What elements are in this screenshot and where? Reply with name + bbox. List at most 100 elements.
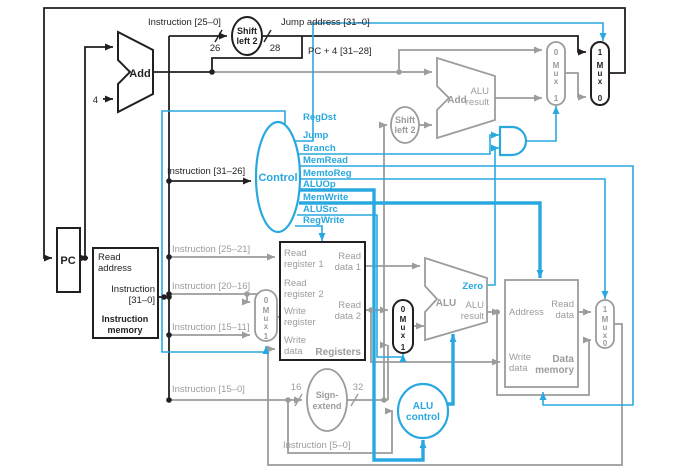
signal-regwrite: RegWrite <box>303 215 345 226</box>
pc-label: PC <box>60 255 75 267</box>
mux-regdst-port-bottom: 1 <box>264 332 269 341</box>
signal-alusrc: ALUSrc <box>303 204 338 215</box>
wire-regdst <box>161 110 286 354</box>
wire-memwrite <box>299 201 544 278</box>
width-32: 32 <box>353 382 364 393</box>
label-pc-plus-4: PC + 4 [31–28] <box>308 46 372 57</box>
mux-memtoreg-u: u <box>603 323 608 332</box>
reg-read-register-2b: register 2 <box>284 289 324 300</box>
alu-result-1: ALU <box>466 300 485 311</box>
shift-left-2-jump-oval <box>231 16 263 56</box>
mux-regdst <box>254 289 278 342</box>
bus-width-slashes <box>214 29 359 407</box>
reg-read-data-2a: Read <box>338 300 361 311</box>
imem-read-address-2: address <box>98 263 132 274</box>
mux-regdst-m: M <box>263 306 270 315</box>
add-pc-label: Add <box>129 68 150 80</box>
width-26: 26 <box>210 43 221 54</box>
reg-read-register-1a: Read <box>284 248 307 259</box>
label-jump-address: Jump address [31–0] <box>281 17 370 28</box>
label-instr-20-16: Instruction [20–16] <box>172 281 250 292</box>
reg-write-data-b: data <box>284 346 303 357</box>
sign-extend-label-1: Sign- <box>316 390 339 400</box>
reg-write-data-a: Write <box>284 335 306 346</box>
constant-4-label: 4 <box>93 95 98 106</box>
shift-left-2-branch-label-1: Shift <box>395 115 415 125</box>
mux-regdst-x: x <box>264 322 269 331</box>
wire-branchmux-out <box>565 72 586 101</box>
sign-extend-oval <box>306 368 348 432</box>
reg-read-data-2b: data 2 <box>335 311 361 322</box>
signal-jump: Jump <box>303 130 329 141</box>
wire-aluop <box>300 188 427 462</box>
pc-box <box>56 227 81 293</box>
add-branch-unit <box>436 56 496 140</box>
alu-zero-label: Zero <box>462 281 483 292</box>
add-branch-label: Add <box>447 95 466 106</box>
and-gate <box>498 125 528 157</box>
data-memory-box <box>504 279 579 388</box>
registers-box <box>279 241 366 361</box>
signal-memwrite: MemWrite <box>303 192 348 203</box>
wire-pc-feedback <box>43 7 626 262</box>
mux-branch-m: M <box>553 61 560 70</box>
mux-branch-u: u <box>554 69 559 78</box>
mux-memtoreg-m: M <box>602 315 609 324</box>
signal-memread: MemRead <box>303 155 348 166</box>
slash-26 <box>214 29 223 43</box>
slash-32 <box>350 393 359 407</box>
mux-jump-labels: 1 M u x 0 <box>597 48 604 103</box>
dm-read-data-1: Read <box>551 299 574 310</box>
dm-address: Address <box>509 307 544 318</box>
imem-read-address-1: Read <box>98 252 121 263</box>
reg-read-register-2a: Read <box>284 278 307 289</box>
mux-memtoreg <box>595 299 615 349</box>
signal-regdst: RegDst <box>303 112 337 123</box>
mux-alusrc-port-top: 0 <box>401 305 406 314</box>
mux-jump-m: M <box>597 61 604 70</box>
width-28: 28 <box>270 43 281 54</box>
reg-read-data-1b: data 1 <box>335 262 361 273</box>
mux-alusrc-x: x <box>401 331 406 340</box>
label-instruction-25-0: Instruction [25–0] <box>148 17 221 28</box>
alu-result-2: result <box>461 311 485 322</box>
instruction-memory-box <box>92 247 159 339</box>
control-wires <box>161 22 634 406</box>
imem-title-2: memory <box>107 325 142 335</box>
mux-regdst-labels: 0 M u x 1 <box>263 296 270 341</box>
mux-memtoreg-labels: 1 M u x 0 <box>602 305 609 348</box>
control-oval <box>254 120 302 234</box>
label-instr-15-0: Instruction [15–0] <box>172 384 245 395</box>
alu-label: ALU <box>436 298 457 309</box>
wire-alusrc <box>297 214 407 362</box>
dm-read-data-2: data <box>556 310 575 321</box>
mux-memtoreg-port-top: 1 <box>603 305 608 314</box>
shift-left-2-jump-label-2: left 2 <box>236 36 257 46</box>
mux-memtoreg-port-bottom: 0 <box>603 339 608 348</box>
add-branch-result-2: result <box>466 97 490 108</box>
wire-memtoreg <box>300 178 609 299</box>
signal-branch: Branch <box>303 143 336 154</box>
control-label: Control <box>258 172 297 184</box>
mux-branch-labels: 0 M u x 1 <box>553 48 560 103</box>
shift-left-2-branch-label-2: left 2 <box>394 125 415 135</box>
mux-jump-port-bottom: 0 <box>598 94 603 103</box>
control-wires-thick <box>299 188 544 462</box>
wire-regwrite <box>295 225 326 241</box>
add-branch-result-1: ALU <box>471 86 490 97</box>
dm-write-data-2: data <box>509 363 528 374</box>
wire-jump <box>294 22 607 142</box>
wire-instr-5-0 <box>287 400 393 454</box>
wire-zero <box>487 144 499 286</box>
registers-title: Registers <box>315 347 361 358</box>
mux-jump-x: x <box>598 77 603 86</box>
wire-jump-address <box>261 35 586 56</box>
width-16: 16 <box>291 382 302 393</box>
alu-control-label-2: control <box>406 412 440 423</box>
wire-pc4-to-branchmux0 <box>398 46 542 72</box>
wire-aluctl-out <box>447 334 457 406</box>
imem-title-1: Instruction <box>102 314 149 324</box>
mux-branch-port-bottom: 1 <box>554 94 559 103</box>
mux-alusrc-port-bottom: 1 <box>401 343 406 352</box>
